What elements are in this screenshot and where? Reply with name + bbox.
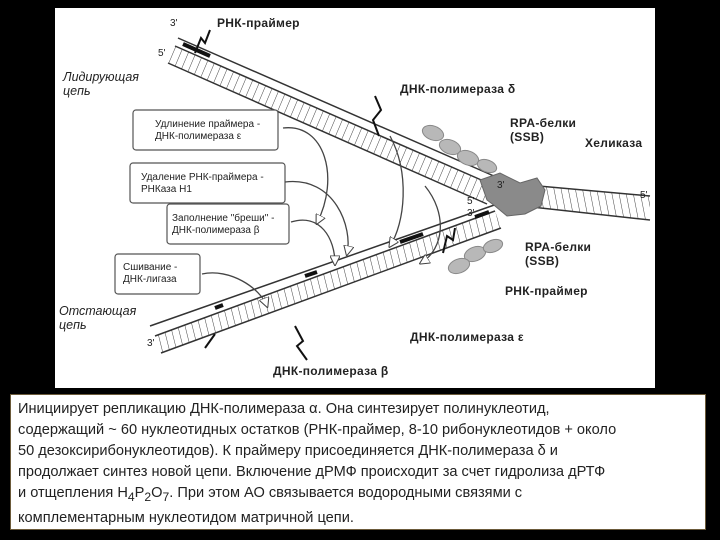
leading-duplex xyxy=(167,37,504,205)
end-label: 3' xyxy=(497,180,505,191)
helicase-label: Хеликаза xyxy=(585,136,643,150)
lagging-strand-label: Отстающая цепь xyxy=(59,304,137,332)
dna-pol-beta-label: ДНК-полимераза β xyxy=(273,364,389,378)
rpa-protein xyxy=(438,138,462,156)
helicase-shape xyxy=(479,172,546,217)
rna-primer-label-bottom: РНК-праймер xyxy=(505,284,588,298)
rpa-protein xyxy=(476,158,498,174)
caption-box: Инициирует репликацию ДНК-полимераза α. … xyxy=(10,394,706,530)
dna-pol-delta-label: ДНК-полимераза δ xyxy=(400,82,516,96)
label-pointers xyxy=(194,29,456,361)
step-boxes xyxy=(114,109,290,295)
caption-line: содержащий ~ 60 нуклеотидных остатков (Р… xyxy=(18,422,617,438)
replication-fork-diagram: РНК-праймер Лидирующая цепь ДНК-полимера… xyxy=(55,8,655,388)
step-primer-removal: Удаление РНК-праймера - РНКаза Н1 xyxy=(141,172,264,195)
end-label: 3' xyxy=(147,338,155,349)
end-label: 5' xyxy=(467,196,475,207)
rpa-protein xyxy=(447,257,471,275)
caption-line: Инициирует репликацию ДНК-полимераза α. … xyxy=(18,401,550,417)
process-arrows xyxy=(201,127,441,306)
end-label: 3' xyxy=(170,18,178,29)
leading-strand-label: Лидирующая цепь xyxy=(63,70,139,98)
caption-line: 50 дезоксирибонуклеотидов). К праймеру п… xyxy=(18,443,558,459)
step-gap-fill: Заполнение "бреши" - ДНК-полимераза β xyxy=(172,213,275,236)
fork-drawing xyxy=(114,29,651,361)
caption-line: комплементарным нуклеотидом матричной це… xyxy=(18,509,354,526)
caption-line-formula: и отщепления H4P2O7. При этом АО связыва… xyxy=(18,485,523,504)
rpa-label-top: RPA-белки (SSB) xyxy=(510,116,577,144)
dna-pol-eps-label: ДНК-полимераза ε xyxy=(410,330,524,344)
caption-line: продолжает синтез новой цепи. Включение … xyxy=(18,464,606,480)
end-label: 3' xyxy=(467,208,475,219)
step-ligation: Сшивание - ДНК-лигаза xyxy=(123,262,178,285)
rna-primer-label-top: РНК-праймер xyxy=(217,16,300,30)
end-label: 5' xyxy=(158,48,166,59)
rpa-protein xyxy=(482,238,504,254)
end-label: 5' xyxy=(640,190,648,201)
step-elongation: Удлинение праймера - ДНК-полимераза ε xyxy=(155,119,261,142)
rpa-label-bottom: RPA-белки (SSB) xyxy=(525,240,592,268)
rpa-protein xyxy=(421,124,445,142)
